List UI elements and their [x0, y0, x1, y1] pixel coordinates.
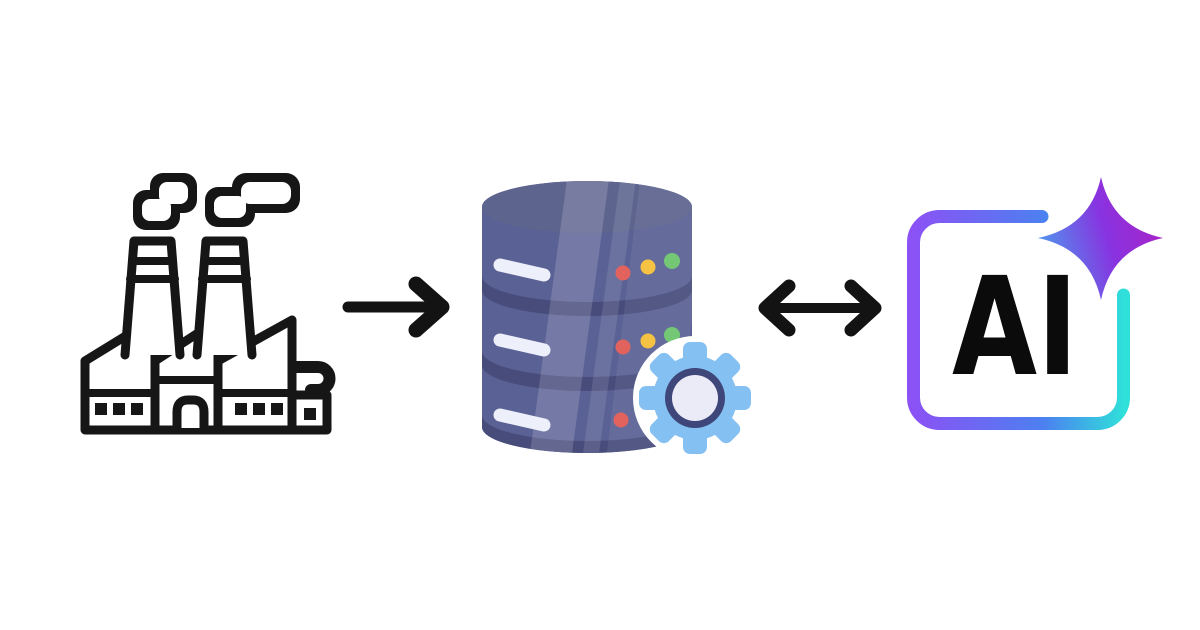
status-dot-red [613, 412, 629, 428]
database-icon [482, 181, 757, 460]
gloss-stripes [528, 181, 692, 453]
door [172, 395, 209, 433]
status-dot-red [615, 339, 631, 355]
chimney [192, 236, 257, 360]
ai-label: AI [952, 249, 1078, 407]
sync-arrow-icon [758, 279, 882, 337]
status-dot-yellow [640, 333, 656, 349]
status-dot-yellow [640, 259, 656, 275]
gear-center [672, 375, 718, 421]
status-dots [613, 253, 680, 428]
ai-frame [907, 210, 1130, 430]
chimney-bands [126, 257, 179, 283]
status-dot-green [664, 253, 680, 269]
database-top [482, 181, 692, 233]
windows [95, 403, 316, 420]
smoke-clouds [133, 173, 300, 230]
gear-icon [639, 342, 751, 454]
sparkle-icon [1038, 177, 1163, 300]
ai-icon: AI [907, 177, 1163, 430]
chimney [120, 236, 185, 360]
factory-icon [80, 173, 336, 435]
flow-arrow-icon [342, 276, 450, 338]
pipe-hook [286, 361, 336, 396]
band-lines [84, 376, 293, 397]
tier-dashes [493, 258, 551, 432]
chimney-bands [198, 257, 251, 283]
status-dot-red [615, 265, 631, 281]
